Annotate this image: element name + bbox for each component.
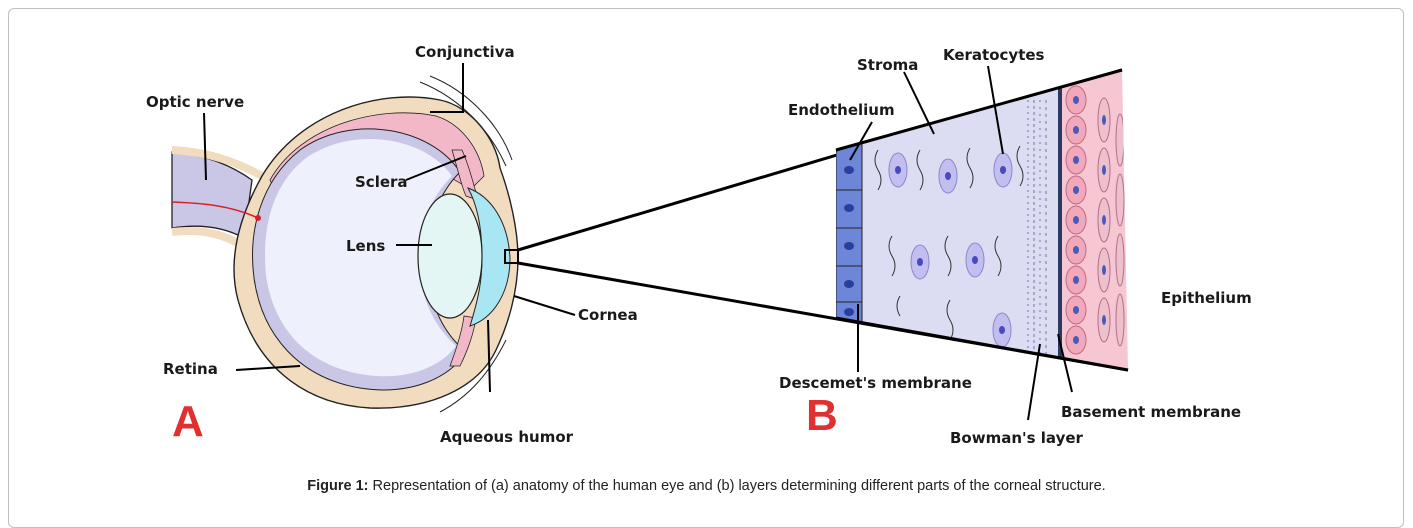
label-lens: Lens <box>346 237 385 255</box>
bowmans-pointer <box>1028 344 1040 420</box>
optic-disc-dot <box>255 215 261 221</box>
cornea-pointer <box>514 296 575 315</box>
label-retina: Retina <box>163 360 218 378</box>
label-keratocytes: Keratocytes <box>943 46 1045 64</box>
label-bowmans-layer: Bowman's layer <box>950 429 1084 447</box>
eye-cornea-diagram: Optic nerve Conjunctiva Sclera Lens Reti… <box>0 0 1413 510</box>
basement-membrane-layer <box>1058 60 1062 380</box>
label-endothelium: Endothelium <box>788 101 895 119</box>
label-optic-nerve: Optic nerve <box>146 93 244 111</box>
caption-prefix: Figure 1: <box>307 478 368 494</box>
label-descemets-membrane: Descemet's membrane <box>779 374 972 392</box>
panel-label-a: A <box>172 397 204 446</box>
label-basement-membrane: Basement membrane <box>1061 403 1241 421</box>
label-aqueous-humor: Aqueous humor <box>440 428 574 446</box>
caption-text: Representation of (a) anatomy of the hum… <box>369 478 1106 494</box>
stroma-pointer <box>904 72 934 134</box>
label-conjunctiva: Conjunctiva <box>415 43 515 61</box>
lens-shape <box>418 194 482 318</box>
label-stroma: Stroma <box>857 56 918 74</box>
figure-caption: Figure 1: Representation of (a) anatomy … <box>0 478 1413 494</box>
label-cornea: Cornea <box>578 306 638 324</box>
label-epithelium: Epithelium <box>1161 289 1252 307</box>
eye-anatomy <box>172 76 518 412</box>
panel-label-b: B <box>806 391 838 440</box>
label-sclera: Sclera <box>355 173 408 191</box>
